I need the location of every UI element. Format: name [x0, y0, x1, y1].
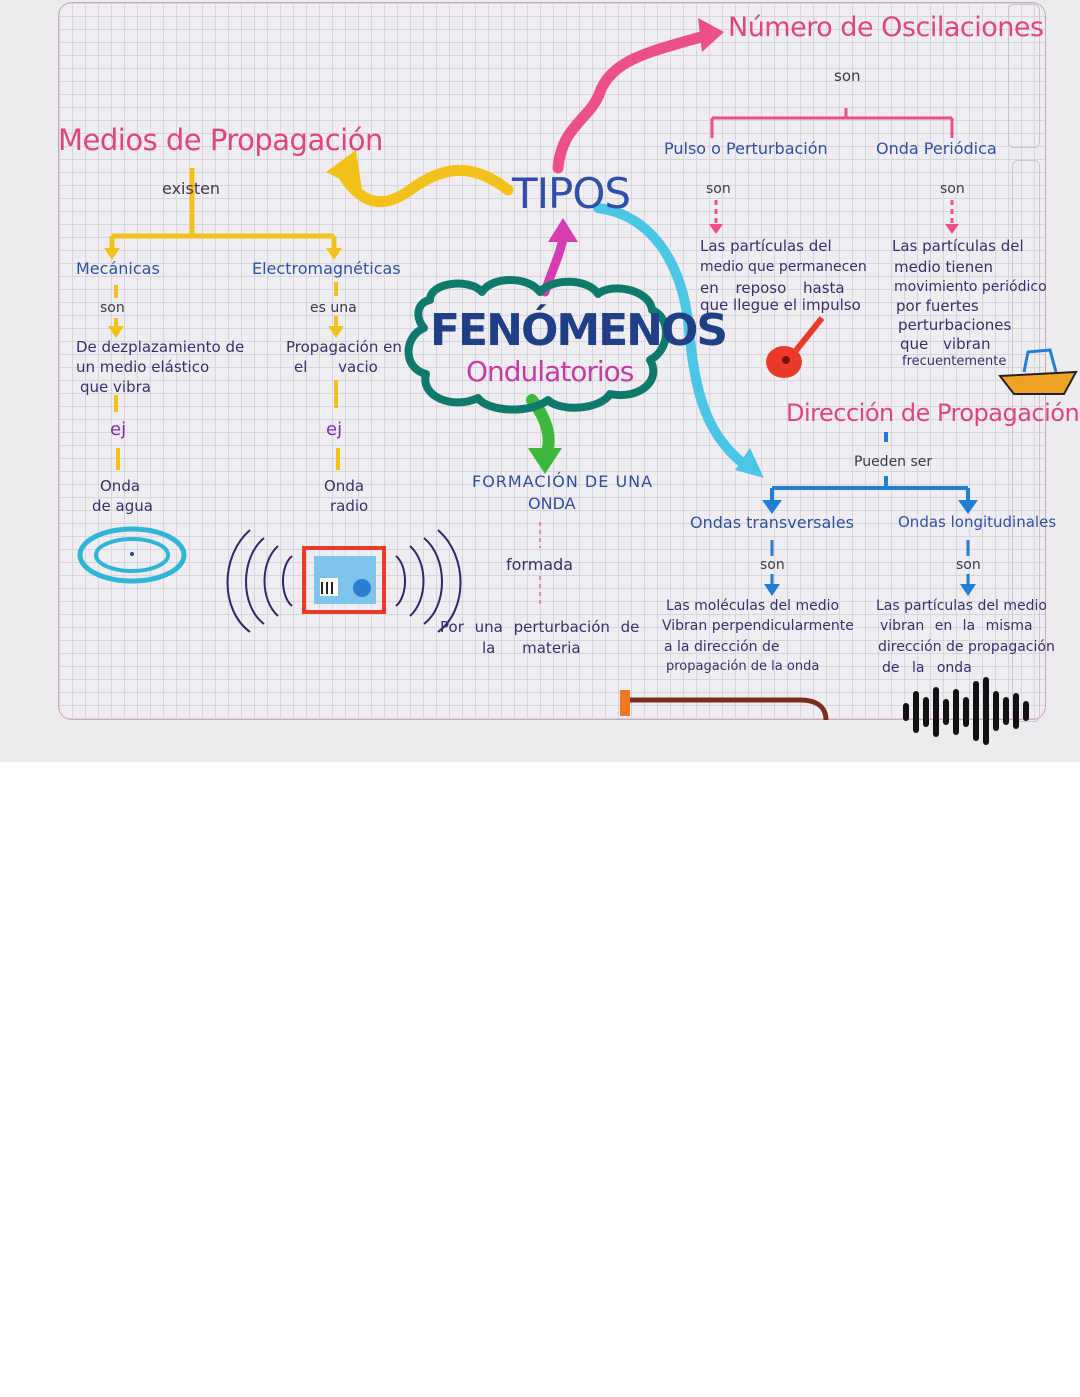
pulso-desc-4: que llegue el impulso — [700, 296, 861, 314]
electromagneticas-connector: es una — [310, 300, 357, 316]
electromagneticas-label: Electromagnéticas — [252, 259, 401, 278]
sound-wave-icon — [903, 677, 1029, 745]
pulso-desc-1: Las partículas del — [700, 237, 832, 255]
periodica-desc-2: medio tienen — [894, 258, 993, 276]
transversales-desc-4: propagación de la onda — [666, 659, 820, 674]
arrowhead-formacion — [528, 448, 562, 474]
guitar-icon — [766, 316, 825, 378]
transversales-desc-1: Las moléculas del medio — [666, 598, 840, 614]
arrowhead-direccion — [735, 448, 764, 478]
arrow-tipos-to-oscilaciones — [552, 30, 711, 174]
longitudinales-desc-2: vibran en la misma — [880, 618, 1033, 634]
formacion-desc-2: la materia — [482, 639, 581, 657]
longitudinales-desc-4: de la onda — [882, 660, 972, 676]
medios-title: Medios de Propagación — [58, 123, 383, 157]
electromagneticas-example-word: ej — [326, 419, 343, 440]
notebook-photo: FENÓMENOS Ondulatorios TIPOS Medios de P… — [0, 0, 1080, 762]
direccion-title: Dirección de Propagación — [786, 399, 1080, 427]
line-electro — [334, 282, 340, 470]
longitudinales-desc-1: Las partículas del medio — [876, 598, 1047, 614]
connector-arrows — [77, 18, 1078, 745]
branch-oscilaciones — [710, 108, 954, 138]
medios-connector: existen — [162, 179, 221, 198]
pulso-desc-2: medio que permanecen — [700, 259, 867, 275]
longitudinales-label: Ondas longitudinales — [898, 513, 1057, 531]
arrowhead-medios — [326, 150, 362, 190]
periodica-desc-3: movimiento periódico — [894, 279, 1047, 295]
transversales-desc-3: a la dirección de — [664, 639, 780, 655]
formacion-connector: formada — [506, 555, 574, 574]
arrowhead-oscilaciones — [698, 18, 724, 52]
periodica-label: Onda Periódica — [876, 139, 997, 158]
boat-icon — [998, 348, 1078, 395]
oscilaciones-connector: son — [834, 67, 861, 85]
periodica-desc-5: perturbaciones — [898, 316, 1012, 334]
formacion-title-1: FORMACIÓN DE UNA — [472, 472, 654, 491]
pulso-label: Pulso o Perturbación — [664, 139, 828, 158]
transversales-connector: son — [760, 557, 785, 573]
notebook-margin — [1008, 4, 1040, 148]
water-wave-icon — [77, 526, 187, 584]
formacion-title-2: ONDA — [528, 494, 576, 513]
electromagneticas-example-2: radio — [330, 497, 369, 515]
pulso-connector: son — [706, 181, 731, 197]
electromagneticas-desc-1: Propagación en — [286, 338, 402, 356]
longitudinales-connector: son — [956, 557, 981, 573]
electromagneticas-desc-2: el vacio — [294, 358, 378, 376]
branch-medios — [109, 168, 337, 252]
direccion-connector: Pueden ser — [854, 454, 933, 470]
radio-icon — [226, 529, 462, 633]
mecanicas-desc-1: De dezplazamiento de — [76, 338, 245, 356]
mecanicas-desc-2: un medio elástico — [76, 358, 210, 376]
periodica-desc-7: frecuentemente — [902, 354, 1007, 369]
longitudinales-desc-3: dirección de propagación — [878, 639, 1055, 655]
arrow-tipos-to-medios — [339, 164, 514, 208]
oscilaciones-title: Número de Oscilaciones — [728, 12, 1044, 43]
mecanicas-example-1: Onda — [100, 477, 141, 495]
rope-icon — [620, 690, 829, 721]
tipos-label: TIPOS — [512, 169, 631, 218]
cloud-outline — [404, 276, 670, 414]
mecanicas-connector: son — [100, 300, 125, 316]
periodica-desc-6: que vibran — [900, 335, 991, 353]
grid-paper — [58, 2, 1046, 720]
line-mecanicas — [114, 285, 120, 470]
mecanicas-desc-3: que vibra — [80, 378, 151, 396]
pulso-desc-3: en reposo hasta — [700, 279, 845, 297]
arrowhead-tipos — [548, 218, 578, 242]
branch-direccion — [770, 432, 970, 502]
mecanicas-example-2: de agua — [92, 497, 153, 515]
arrow-tipos-to-direccion — [593, 203, 750, 470]
central-title: FENÓMENOS — [430, 305, 728, 356]
electromagneticas-example-1: Onda — [324, 477, 365, 495]
periodica-desc-4: por fuertes — [896, 297, 979, 315]
central-subtitle: Ondulatorios — [466, 355, 634, 388]
periodica-connector: son — [940, 181, 965, 197]
mecanicas-example-word: ej — [110, 419, 127, 440]
mecanicas-label: Mecánicas — [76, 259, 160, 278]
notebook-margin-lower — [1012, 160, 1040, 722]
periodica-desc-1: Las partículas del — [892, 237, 1024, 255]
formacion-desc-1: Por una perturbación de — [440, 618, 640, 636]
transversales-label: Ondas transversales — [690, 513, 854, 532]
transversales-desc-2: Vibran perpendicularmente — [662, 618, 854, 634]
